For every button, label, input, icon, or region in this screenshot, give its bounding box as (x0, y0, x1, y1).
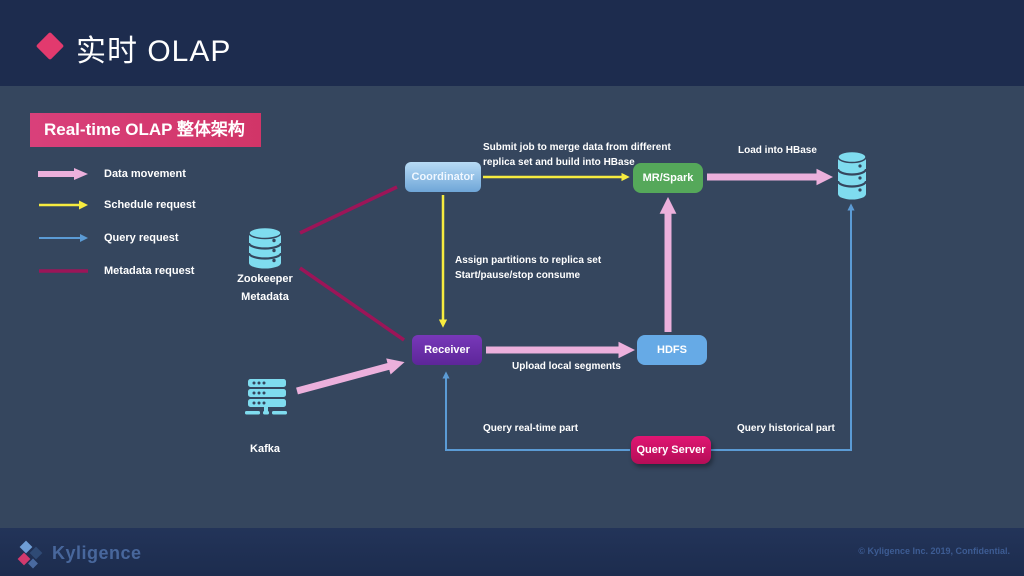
label-load-into-hbase: Load into HBase (738, 145, 817, 156)
legend-item-schedule-request: Schedule request (36, 198, 196, 212)
copyright-text: © Kyligence Inc. 2019, Confidential. (858, 546, 1010, 556)
magenta-line-icon (39, 269, 88, 273)
legend-label: Data movement (104, 168, 186, 180)
kafka-label: Kafka (250, 443, 280, 455)
label-upload-local-segments: Upload local segments (512, 361, 621, 372)
kyligence-logo-icon (17, 540, 43, 569)
node-query-server: Query Server (631, 436, 711, 464)
label-submit-job-line2: replica set and build into HBase (483, 157, 635, 168)
node-mr-spark: MR/Spark (633, 163, 703, 193)
section-banner: Real-time OLAP 整体架构 (30, 113, 261, 147)
label-start-pause-stop: Start/pause/stop consume (455, 270, 581, 281)
legend-label: Query request (104, 232, 179, 244)
legend-item-data-movement: Data movement (36, 167, 186, 181)
blue-arrow-icon (39, 234, 88, 242)
legend-label: Schedule request (104, 199, 196, 211)
legend-label: Metadata request (104, 265, 195, 277)
kafka-server-icon (245, 379, 287, 415)
page-title: 实时 OLAP (76, 35, 232, 68)
zookeeper-database-icon (247, 226, 283, 269)
legend-item-query-request: Query request (36, 231, 179, 245)
edge-kafka-receiver (296, 358, 405, 395)
title-diamond-icon (35, 31, 65, 61)
zookeeper-label: Zookeeper (237, 273, 293, 285)
edge-zookeeper-receiver (299, 266, 405, 342)
metadata-label: Metadata (241, 291, 289, 303)
slide-header: 实时 OLAP (0, 0, 1024, 86)
edge-zookeeper-coordinator (299, 185, 398, 235)
edge-queryserver-receiver (442, 371, 630, 451)
brand-text: Kyligence (52, 543, 142, 563)
label-query-historical-part: Query historical part (737, 423, 835, 434)
node-hdfs: HDFS (637, 335, 707, 365)
edge-queryserver-hbase (710, 203, 855, 451)
node-receiver: Receiver (412, 335, 482, 365)
pink-arrow-icon (38, 168, 88, 180)
label-assign-partitions: Assign partitions to replica set (455, 255, 602, 266)
node-coordinator: Coordinator (405, 162, 481, 192)
legend-item-metadata-request: Metadata request (36, 264, 194, 278)
yellow-arrow-icon (39, 200, 88, 210)
slide-footer: Kyligence © Kyligence Inc. 2019, Confide… (0, 528, 1024, 576)
label-submit-job-line1: Submit job to merge data from different (483, 142, 671, 153)
label-query-realtime-part: Query real-time part (483, 423, 579, 434)
hbase-database-icon (836, 150, 868, 200)
